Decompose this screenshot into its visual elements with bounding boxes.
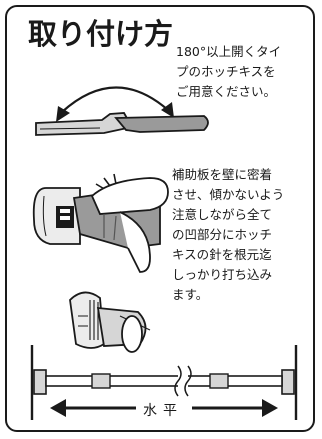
horizontal-label: 水平 <box>143 403 183 419</box>
step-line: キスの針を根元迄 <box>172 247 272 262</box>
bracket-detail-illustration <box>69 291 151 353</box>
mounting-steps: 補助板を壁に密着 させ、傾かないよう 注意しながら全て の凹部分にホッチ キスの… <box>172 165 312 305</box>
step-line: 補助板を壁に密着 <box>172 167 273 182</box>
note-line: ご用意ください。 <box>176 84 277 99</box>
step-line: の凹部分にホッチ <box>172 227 273 242</box>
hand-stapling-illustration <box>32 173 169 273</box>
open-stapler-illustration <box>35 86 209 136</box>
stapler-note: 180°以上開くタイ プのホッチキスを ご用意ください。 <box>176 42 316 102</box>
note-line: 180°以上開くタイ <box>176 44 282 59</box>
step-line: 注意しながら全て <box>172 207 273 222</box>
page-title: 取り付け方 <box>28 17 174 51</box>
step-line: させ、傾かないよう <box>172 187 285 202</box>
step-line: ます。 <box>172 287 209 302</box>
step-line: しっかり打ち込み <box>172 267 273 282</box>
tension-rod-illustration <box>30 345 298 420</box>
note-line: プのホッチキスを <box>176 64 276 79</box>
